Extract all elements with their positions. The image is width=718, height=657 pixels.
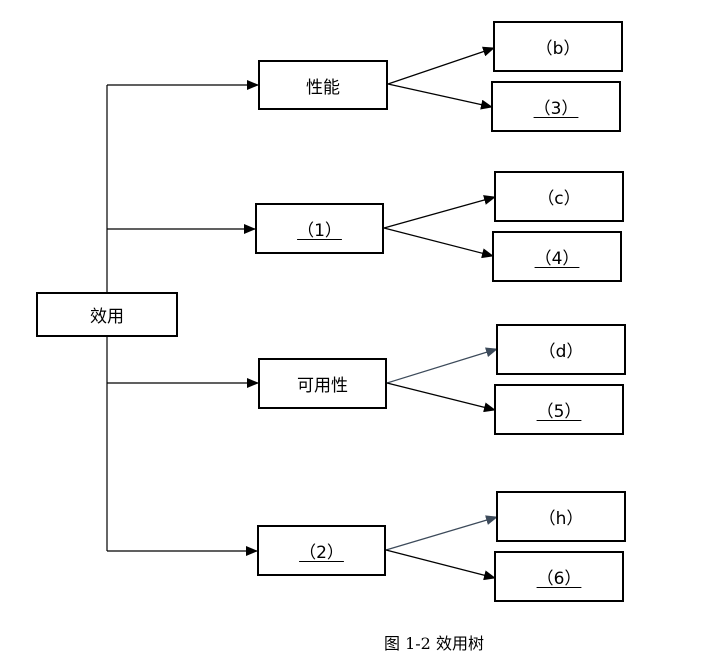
leaf-node-4: （4）: [492, 231, 622, 282]
edge-branch-4-leaf-2: [385, 549, 496, 581]
leaf-node-6-label: （6）: [536, 569, 582, 589]
branch-node-4-label: （2）: [299, 543, 344, 563]
leaf-node-6: （6）: [494, 551, 624, 602]
branch-node-4: （2）: [257, 525, 386, 576]
leaf-node-d: （d）: [496, 324, 626, 375]
branch-node-2-label: （1）: [297, 221, 342, 241]
leaf-node-c-label: （c）: [537, 189, 581, 209]
leaf-node-3-label: （3）: [533, 99, 579, 119]
leaf-node-4-label: （4）: [534, 249, 580, 269]
leaf-node-h: （h）: [496, 491, 626, 542]
branch-node-3-label: 可用性: [297, 376, 348, 396]
leaf-node-5: （5）: [494, 384, 624, 435]
leaf-node-5-label: （5）: [536, 402, 582, 422]
edge-branch-3-leaf-2: [386, 382, 496, 413]
edge-branch-2-leaf-2: [383, 227, 494, 259]
edge-branch-1-leaf-2: [387, 83, 493, 110]
edge-branch-3-leaf-1: [386, 347, 498, 384]
branch-node-3: 可用性: [258, 358, 387, 409]
edge-branch-1-leaf-1: [387, 46, 495, 85]
figure-caption: 图 1-2 效用树: [384, 634, 484, 653]
branch-node-2: （1）: [255, 203, 384, 254]
root-node-label: 效用: [90, 307, 124, 327]
branch-node-1: 性能: [258, 60, 388, 110]
root-node: 效用: [36, 292, 178, 337]
leaf-node-b: （b）: [493, 21, 623, 72]
leaf-node-c: （c）: [494, 171, 624, 222]
leaf-node-d-label: （d）: [538, 342, 584, 362]
edge-branch-2-leaf-1: [383, 195, 496, 229]
leaf-node-h-label: （h）: [538, 509, 584, 529]
leaf-node-b-label: （b）: [535, 39, 581, 59]
leaf-node-3: （3）: [491, 81, 621, 132]
branch-node-1-label: 性能: [306, 77, 340, 98]
edge-branch-4-leaf-1: [385, 515, 498, 551]
